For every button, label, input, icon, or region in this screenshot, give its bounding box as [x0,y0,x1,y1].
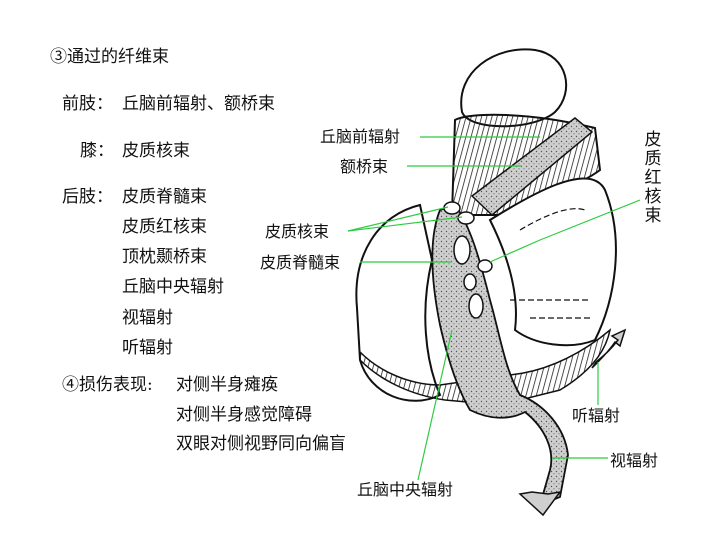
anterior-limb-title: 前肢： [62,94,113,114]
fibre-oval [457,211,475,225]
optic-arrow [518,490,562,517]
leader-corticorubral-2 [489,239,541,263]
label-corticonuclear-tract: 皮质核束 [265,222,330,241]
leader-corticorubral [539,199,641,241]
lentiform-outer [355,203,442,402]
genu-title: 膝： [80,141,114,161]
posterior-limb-item: 丘脑中央辐射 [122,277,224,297]
fibre-oval [477,259,493,273]
label-frontopontine-tract: 额桥束 [340,157,389,176]
leader-central-thalamic [417,329,453,481]
posterior-limb-item: 皮质脊髓束 [122,187,207,207]
leader-corticonuclear-2 [347,216,463,232]
fibre-oval [468,293,484,319]
lentiform-right [488,177,617,347]
posterior-limb-title: 后肢： [62,187,113,207]
lower-hatched-band [359,328,612,406]
damage-title: ④损伤表现: [62,375,153,395]
section-heading: ③通过的纤维束 [50,47,169,67]
label-auditory-radiation: 听辐射 [572,406,621,425]
anterior-stippled-band [470,117,594,217]
label-optic-radiation: 视辐射 [610,451,659,470]
fibre-oval [453,235,471,265]
posterior-limb-item: 皮质红核束 [122,217,207,237]
posterior-limb-item: 视辐射 [122,308,173,328]
lentiform-inner-line [510,208,592,319]
label-corticospinal-tract: 皮质脊髓束 [260,253,341,272]
damage-item: 对侧半身瘫痪 [176,375,278,395]
label-central-thalamic-radiation: 丘脑中央辐射 [357,480,454,499]
anterior-limb-item: 丘脑前辐射、额桥束 [122,94,275,114]
label-anterior-thalamic-radiation: 丘脑前辐射 [320,127,401,146]
posterior-limb-item: 听辐射 [122,338,173,358]
label-corticorubral-tract: 皮质红核束 [644,130,662,226]
posterior-limb-item: 顶枕颞桥束 [122,247,207,267]
fibre-oval [463,273,477,291]
leader-corticonuclear-1 [347,206,449,232]
damage-item: 对侧半身感觉障碍 [176,405,312,425]
leader-lines [347,136,641,481]
damage-item: 双眼对侧视野同向偏盲 [176,434,346,454]
auditory-arrow [591,328,627,369]
genu-item: 皮质核束 [122,141,190,161]
